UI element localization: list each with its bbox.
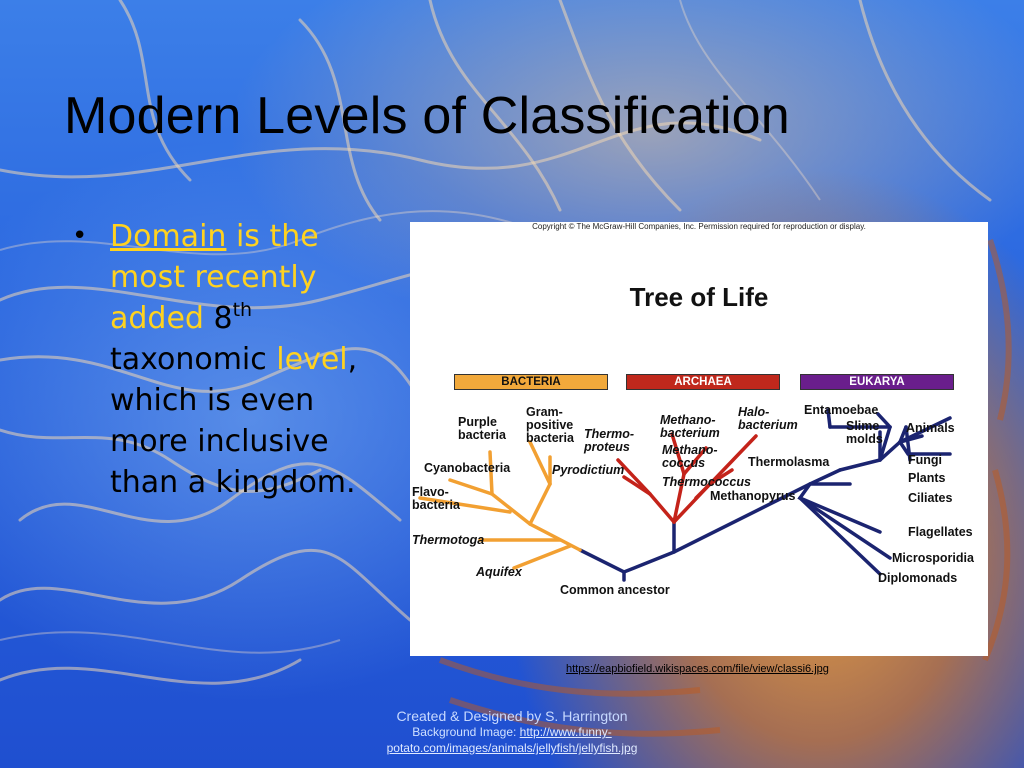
credits-background-link-cont[interactable]: potato.com/images/animals/jellyfish/jell… (386, 741, 638, 755)
bullet-point: • Domain is the most recently added 8th … (72, 216, 372, 503)
label-methanococcus: Methano- coccus (662, 443, 718, 470)
label-purple-bacteria: Purple bacteria (458, 415, 506, 442)
label-flavobacteria: Flavo- bacteria (412, 485, 460, 512)
bullet-superscript: th (232, 299, 253, 321)
label-flagellates: Flagellates (908, 525, 973, 539)
figure-title: Tree of Life (629, 282, 769, 312)
label-microsporidia: Microsporidia (892, 551, 974, 565)
bullet-text-part3: , which is even more inclusive than a ki… (110, 342, 358, 500)
domain-link[interactable]: Domain (110, 219, 227, 254)
figure-source-link[interactable]: https://eapbiofield.wikispaces.com/file/… (566, 663, 829, 675)
domain-bar-eukarya: EUKARYA (800, 374, 954, 390)
label-aquifex: Aquifex (476, 565, 522, 579)
label-thermococcus: Thermococcus (662, 475, 751, 489)
label-diplomonads: Diplomonads (878, 571, 958, 585)
label-fungi: Fungi (908, 453, 943, 467)
label-slime-molds: Slime molds (846, 419, 883, 446)
credits-background-link[interactable]: http://www.funny- (519, 725, 612, 739)
figure-copyright: Copyright © The McGraw-Hill Companies, I… (532, 222, 866, 231)
slide-title: Modern Levels of Classification (64, 87, 790, 145)
credits-designer: Created & Designed by S. Harrington (396, 708, 628, 724)
label-ciliates: Ciliates (908, 491, 953, 505)
credits: Created & Designed by S. Harrington Back… (340, 708, 684, 756)
tree-branches (418, 408, 952, 582)
bullet-level-word: level (276, 342, 348, 377)
label-cyanobacteria: Cyanobacteria (424, 461, 511, 475)
label-entamoebae: Entamoebae (804, 403, 879, 417)
label-gram-positive: Gram- positive bacteria (526, 405, 574, 445)
bullet-text-part1: is the most recently added (110, 219, 319, 336)
label-common-ancestor: Common ancestor (560, 583, 670, 597)
label-halobacterium: Halo- bacterium (738, 405, 798, 432)
credits-background: Background Image: http://www.funny- (340, 724, 684, 740)
bullet-text: Domain is the most recently added 8th ta… (110, 216, 365, 503)
bullet-marker: • (72, 221, 88, 251)
label-animals: Animals (906, 421, 955, 435)
domain-bar-bacteria: BACTERIA (454, 374, 608, 390)
label-thermolasma: Thermolasma (748, 455, 830, 469)
tree-of-life-figure: Copyright © The McGraw-Hill Companies, I… (410, 222, 988, 656)
domain-bar-archaea: ARCHAEA (626, 374, 780, 390)
label-plants: Plants (908, 471, 946, 485)
bullet-number: 8 (213, 301, 233, 336)
label-methanopyrus: Methanopyrus (710, 489, 796, 503)
label-pyrodictium: Pyrodictium (552, 463, 625, 477)
bullet-text-part2: taxonomic (110, 342, 277, 377)
label-thermotoga: Thermotoga (412, 533, 485, 547)
label-thermoproteus: Thermo- proteus (584, 427, 634, 454)
credits-background-label: Background Image: (412, 725, 520, 739)
label-methanobacterium: Methano- bacterium (660, 413, 720, 440)
